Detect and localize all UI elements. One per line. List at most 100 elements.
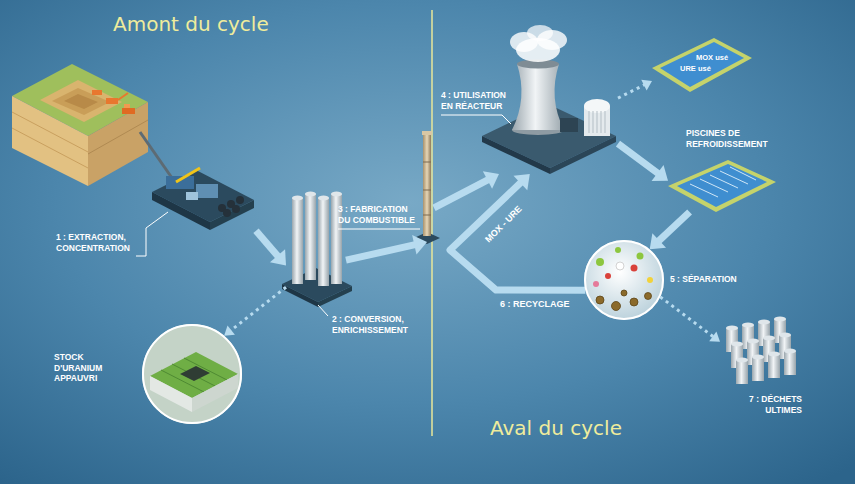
flow-label: MOX - URE [483,203,524,244]
reactor-illustration [589,111,590,133]
flow-arrow-line [658,212,690,242]
flow-arrow-line [450,182,585,291]
fabrication-tower-illustration [423,215,431,216]
reactor-illustration [597,111,598,133]
separation-illustration [596,296,604,304]
excavator [124,104,130,108]
reactor-illustration [605,111,606,133]
stage-label: PISCINES DE REFROIDISSEMENT [686,128,778,149]
mine-illustration [12,112,88,152]
section-title: Amont du cycle [113,12,269,36]
factory-illustration [152,168,254,230]
spent-fuel-pool-illustration [652,38,752,92]
reactor-illustration [482,136,550,174]
flow-arrow-line [434,179,489,208]
factory-illustration [236,196,244,204]
flow-arrow [346,235,427,260]
circle-outline [585,241,663,319]
silo-illustration [292,198,303,284]
stage-label: 2 : CONVERSION, ENRICHISSEMENT [332,314,418,335]
reactor-illustration [550,136,616,174]
waste-canister [752,355,764,360]
waste-canister [763,336,775,341]
stage-label: 3 : FABRICATION DU COMBUSTIBLE [338,204,422,225]
waste-canister [736,360,748,384]
circle-outline [142,324,242,424]
depleted-uranium-store: STOCK D'URANIUM APPAUVRI [142,324,242,424]
spent-fuel-pool-illustration [660,42,744,87]
reactor-illustration [512,64,564,130]
arrow-head [709,332,720,342]
fabrication-tower-illustration [422,131,432,135]
final-waste: 7 : DÉCHETS ULTIMES [720,322,800,388]
arrow-head [513,174,529,190]
excavator [122,108,135,114]
waste-canister [768,354,780,378]
separation-illustration [647,277,653,283]
separation-illustration [637,253,644,260]
stage-label: 5 : SÉPARATION [670,274,737,285]
waste-canister [736,358,748,385]
separation-illustration [605,273,611,279]
arrow-head [650,233,666,249]
spent-fuel-pool-illustration [652,38,752,92]
cooling-pool-illustration [668,160,776,212]
spent-fuel-pool: MOX uséURE usé [652,36,752,96]
silo-illustration [331,192,342,197]
cooling-pool-illustration [677,164,767,207]
stage-label: 1 : EXTRACTION, CONCENTRATION [56,232,140,253]
flow-arrow-line [256,231,279,257]
leader-line [318,305,328,316]
flow-arrow [618,80,652,98]
arrow-head [652,165,668,181]
waste-canister [779,333,791,338]
flow-arrow-line [618,144,659,175]
fuel-fabrication-stage: 3 : FABRICATION DU COMBUSTIBLE [420,128,434,242]
excavator [106,98,118,104]
waste-canister [784,349,796,376]
arrow-head [483,171,499,189]
cooling-pool: PISCINES DE REFROIDISSEMENT [668,160,776,212]
flow-arrow-line [660,297,714,338]
reactor-stage: 4 : UTILISATION EN RÉACTEUR [478,36,618,174]
reactor-illustration [584,99,610,113]
leader-line [136,115,511,316]
mine-illustration [12,96,88,186]
fabrication-tower-illustration [423,190,431,191]
cooling-pool-illustration [730,167,756,180]
separation-illustration [612,302,621,311]
flow-arrow-line [346,244,416,260]
flow-arrow-line [230,287,286,331]
steam-cloud [527,25,553,41]
waste-canister [752,355,764,382]
leader-line [441,115,511,124]
flow-arrow [224,287,286,335]
waste-canister [774,317,786,322]
silo-illustration [318,196,329,201]
flow-arrow-line [618,84,646,98]
depleted-uranium-store-illustration [140,322,244,426]
waste-canister [747,339,759,344]
separation-circle: 5 : SÉPARATION [584,240,664,320]
silo-illustration [318,198,329,286]
mine-illustration [52,88,110,115]
flow-arrow [256,231,286,266]
stage-label: STOCK D'URANIUM APPAUVRI [54,352,112,384]
factory-illustration [223,209,231,217]
factory-illustration [210,200,254,230]
waste-canisters-illustration [726,317,796,385]
separation-illustration [631,265,638,272]
warehouse [180,366,210,381]
mine-illustration [12,128,88,168]
waste-canister [784,349,796,354]
waste-canister [758,320,770,325]
warehouse [192,374,238,412]
reactor-illustration [560,118,578,132]
warehouse [140,322,244,426]
arrow-head [412,235,427,255]
silo-illustration [318,286,352,307]
separation-illustration [584,240,664,320]
conversion-stage: 2 : CONVERSION, ENRICHISSEMENT [286,190,346,298]
